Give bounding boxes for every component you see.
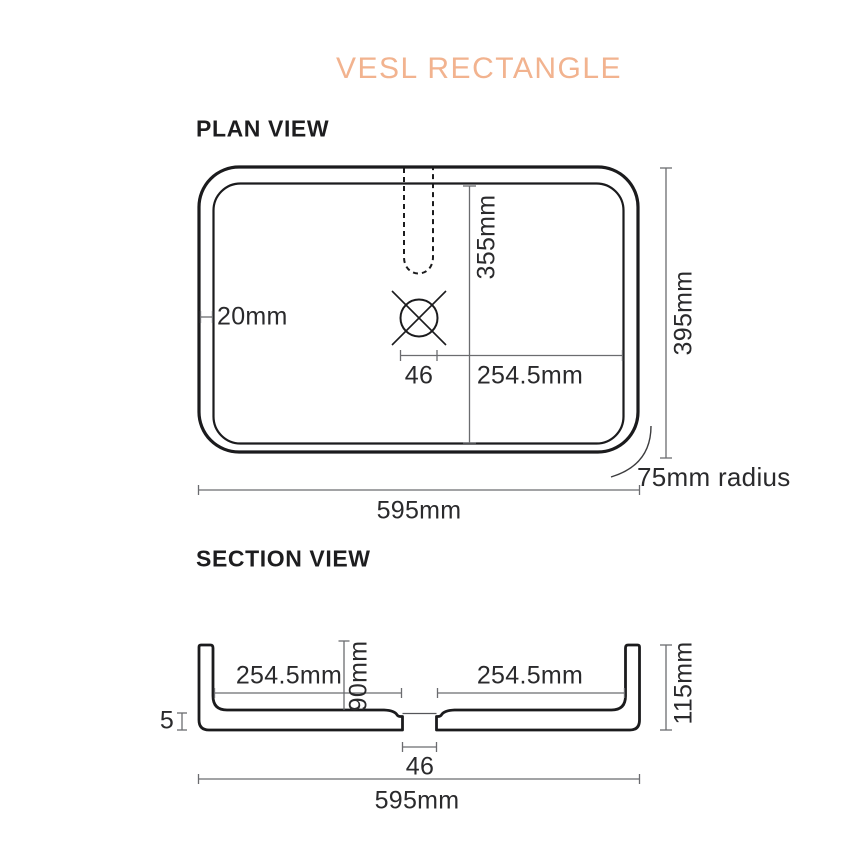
section-view-heading: SECTION VIEW: [196, 545, 371, 572]
plan-corner-radius-label: 75mm radius: [637, 462, 791, 492]
section-base-thickness-label: 5: [159, 706, 175, 735]
plan-dimension-lines: [197, 167, 672, 495]
section-drain-width-label: 46: [405, 752, 435, 781]
plan-inner-outline: [212, 182, 625, 445]
section-right-half-label: 254.5mm: [476, 661, 584, 690]
plan-overall-width-label: 595mm: [376, 496, 462, 525]
section-overall-width-label: 595mm: [374, 786, 460, 815]
plan-drain-width-label: 46: [404, 361, 434, 390]
plan-drawing: [197, 165, 672, 495]
plan-overall-depth-label: 395mm: [669, 270, 698, 356]
section-drawing: [177, 640, 672, 784]
tap-hole-dashed-outline: [403, 168, 434, 275]
plan-wall-thickness-label: 20mm: [217, 302, 288, 331]
radius-leader-arc: [610, 425, 652, 478]
plan-outer-outline: [197, 165, 640, 454]
section-left-profile: [197, 643, 404, 732]
section-bowl-depth-label: 90mm: [344, 640, 373, 712]
section-dimension-lines: [177, 640, 672, 784]
plan-drain-to-wall-label: 254.5mm: [476, 361, 584, 390]
plan-inner-length-label: 355mm: [472, 194, 501, 280]
drain-symbol: [391, 290, 447, 346]
sheet-title: VESL RECTANGLE: [335, 52, 623, 85]
section-overall-height-label: 115mm: [669, 641, 698, 725]
section-left-half-label: 254.5mm: [235, 661, 343, 690]
plan-view-heading: PLAN VIEW: [196, 115, 330, 142]
section-right-profile: [435, 643, 641, 732]
